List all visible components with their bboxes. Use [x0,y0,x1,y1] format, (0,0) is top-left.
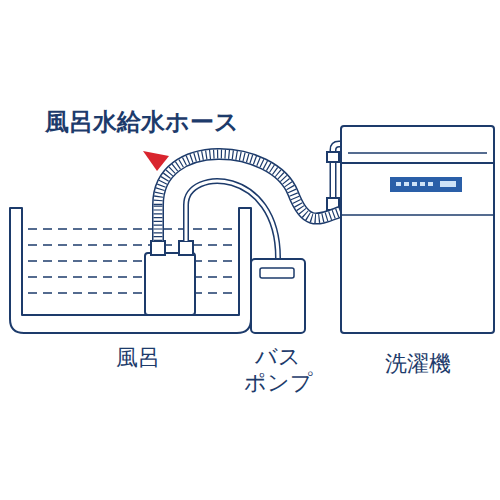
panel-button [404,182,409,186]
washer-body [341,126,494,333]
pump-body [251,259,305,333]
hose-stub [154,205,163,241]
callout-arrow [143,151,169,171]
water-line [28,276,233,278]
filter-fitting [151,241,165,255]
bath-pump-shape [250,258,306,334]
panel-button [428,182,433,186]
callout-label: 風呂水給水ホース [45,106,239,138]
bath-pump: バス ポンプ [250,258,306,334]
washing-machine: 洗濯機 [340,125,495,334]
panel-display [440,181,456,187]
water-line [28,244,233,246]
node-label: 洗濯機 [370,351,465,377]
tube-outline [186,181,278,258]
tube-stub [185,205,188,241]
filter-box [145,253,195,315]
lid-line [348,152,487,154]
control-panel [390,177,462,192]
water-line [28,292,233,294]
washing-machine-shape [340,125,495,334]
bathtub: 風呂 [8,205,254,377]
filter-fitting [179,241,193,255]
tube-stub [183,205,189,241]
hose-stub [152,205,164,241]
water-line [28,228,233,230]
panel-button [412,182,417,186]
hose-stub [154,205,163,241]
node-label: 風呂 [103,345,173,371]
body-line [341,214,494,216]
pump-panel [260,268,294,278]
pipe-joint [327,152,339,162]
pump-tube [186,181,278,258]
tube-core [186,181,278,258]
water-line [28,260,233,262]
node-label: バス ポンプ [243,344,313,397]
lid-line [341,162,494,164]
panel-button [420,182,425,186]
panel-button [396,182,401,186]
tub-outline [10,208,251,333]
